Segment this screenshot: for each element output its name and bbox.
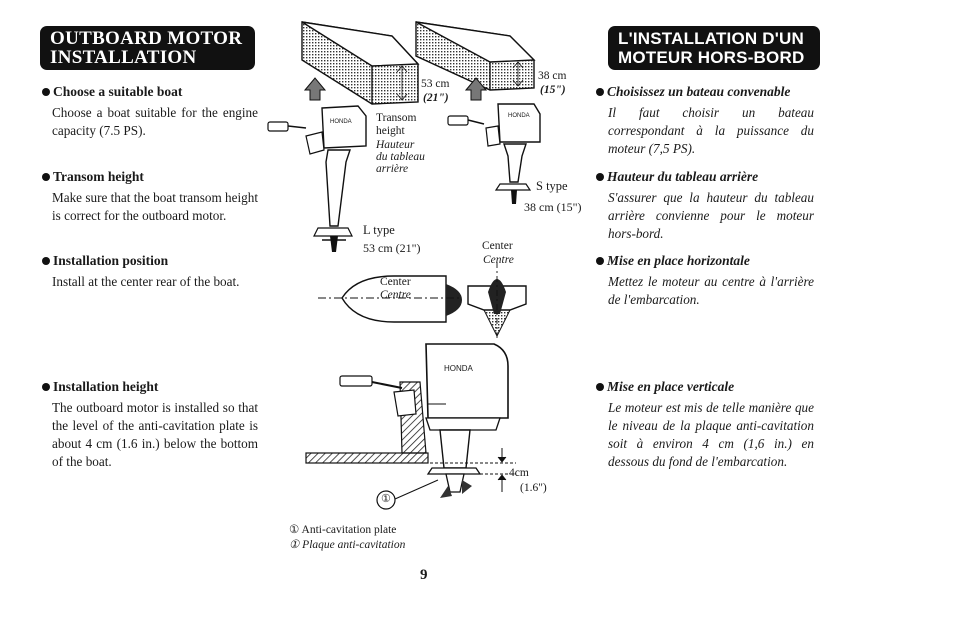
french-title-line-2: MOTEUR HORS-BORD (618, 48, 805, 67)
center-label-top-fr: Centre (380, 289, 411, 301)
installation-height-diagram (305, 343, 516, 510)
rear-view-boat-illustration (467, 262, 527, 340)
center-label-top-en: Center (380, 276, 411, 288)
english-heading-position: Installation position (42, 253, 168, 269)
english-body-boat: Choose a boat suitable for the engine ca… (52, 105, 258, 138)
bullet-icon (596, 173, 604, 181)
s-type-label: S type (536, 179, 568, 193)
english-body-transom: Make sure that the boat transom height i… (52, 190, 258, 223)
transom-label-fr-3: arrière (376, 163, 409, 175)
bullet-icon (596, 257, 604, 265)
l-type-motor-illustration (267, 105, 367, 252)
french-body-transom: S'assurer que la hauteur du tableau arri… (608, 190, 814, 241)
caption-anti-cavitation-en: ① Anti-cavitation plate (289, 524, 397, 536)
bullet-icon (596, 383, 604, 391)
english-heading-boat: Choose a suitable boat (42, 84, 182, 100)
french-title-banner: L'INSTALLATION D'UN MOTEUR HORS-BORD (608, 26, 820, 70)
french-heading-height: Mise en place verticale (596, 379, 734, 395)
english-body-height: The outboard motor is installed so that … (52, 400, 258, 469)
center-label-rear-fr: Centre (483, 254, 514, 266)
depth-cm-label: 4cm (509, 467, 529, 479)
center-label-rear-en: Center (482, 240, 513, 252)
l-height-in-label: (21") (423, 92, 449, 104)
up-arrow-icon (464, 77, 488, 101)
transom-label-fr-1: Hauteur (376, 139, 415, 151)
boat-s-type-illustration (415, 21, 536, 91)
l-height-cm-label: 53 cm (421, 78, 450, 90)
l-type-size-label: 53 cm (21") (363, 241, 421, 255)
bullet-icon (42, 383, 50, 391)
french-heading-boat: Choisissez un bateau convenable (596, 84, 790, 100)
french-heading-transom: Hauteur du tableau arrière (596, 169, 758, 185)
bullet-icon (42, 257, 50, 265)
s-height-cm-label: 38 cm (538, 70, 567, 82)
bullet-icon (596, 88, 604, 96)
french-title-line-1: L'INSTALLATION D'UN (618, 29, 804, 48)
caption-anti-cavitation-fr: ① Plaque anti-cavitation (289, 539, 406, 551)
brand-logo-main: HONDA (444, 364, 473, 373)
callout-number: ① (381, 493, 391, 505)
english-title-line-1: OUTBOARD MOTOR (50, 28, 243, 49)
brand-logo-s-type: HONDA (508, 113, 530, 119)
french-heading-position: Mise en place horizontale (596, 253, 750, 269)
transom-label-en: Transom (376, 112, 417, 124)
up-arrow-icon (303, 77, 327, 101)
english-title-line-2: INSTALLATION (50, 47, 197, 68)
s-type-motor-illustration (447, 103, 541, 204)
french-body-boat: Il faut choisir un bateau correspondant … (608, 105, 814, 156)
english-heading-height: Installation height (42, 379, 158, 395)
french-body-position: Mettez le moteur au centre à l'arrière d… (608, 274, 814, 307)
depth-in-label: (1.6") (520, 482, 547, 494)
transom-label-en-2: height (376, 125, 405, 137)
l-type-label: L type (363, 223, 395, 237)
brand-logo-l-type: HONDA (330, 119, 352, 125)
s-height-in-label: (15") (540, 84, 566, 96)
english-title-banner: OUTBOARD MOTOR INSTALLATION (40, 26, 255, 70)
french-body-height: Le moteur est mis de telle manière que l… (608, 400, 814, 469)
transom-label-fr-2: du tableau (376, 151, 425, 163)
english-body-position: Install at the center rear of the boat. (52, 274, 240, 289)
top-view-boat-illustration (318, 275, 462, 323)
bullet-icon (42, 173, 50, 181)
page-number: 9 (420, 567, 428, 583)
s-type-size-label: 38 cm (15") (524, 200, 582, 214)
boat-l-type-illustration (301, 21, 420, 105)
bullet-icon (42, 88, 50, 96)
english-heading-transom: Transom height (42, 169, 144, 185)
